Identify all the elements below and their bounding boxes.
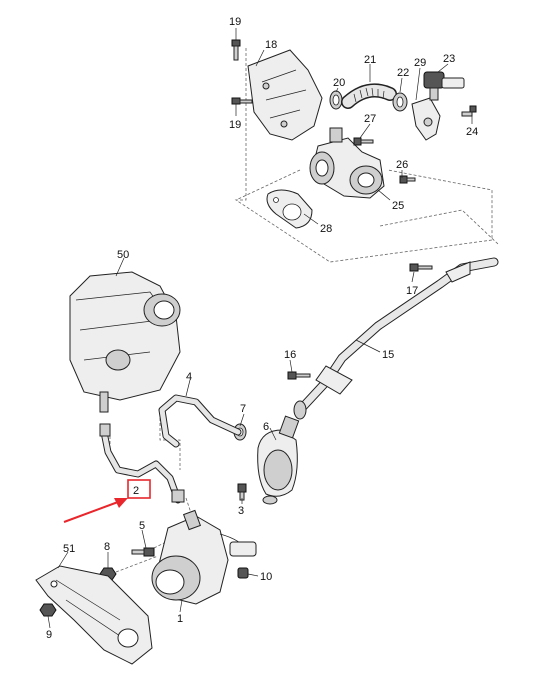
part-29-bracket[interactable] (411, 97, 441, 141)
part-17-bolt[interactable] (409, 263, 433, 272)
label-24: 24 (466, 126, 478, 138)
highlight-callout-part-2 (63, 479, 151, 523)
label-19-top: 19 (229, 16, 241, 28)
part-24-bolt[interactable] (461, 105, 477, 117)
part-19-bolt-top[interactable] (231, 39, 241, 61)
label-19-lower: 19 (229, 119, 241, 131)
label-6: 6 (263, 421, 269, 433)
label-29: 29 (414, 57, 426, 69)
label-4: 4 (186, 371, 192, 383)
label-17: 17 (406, 285, 418, 297)
label-9: 9 (46, 629, 52, 641)
part-21-hose[interactable] (341, 83, 397, 109)
label-3: 3 (238, 505, 244, 517)
label-15: 15 (382, 349, 394, 361)
part-23-pressure-sensor[interactable] (423, 71, 465, 101)
part-9-nut[interactable] (39, 603, 57, 617)
label-50: 50 (117, 249, 129, 261)
label-21: 21 (364, 54, 376, 66)
part-16-bolt[interactable] (287, 371, 311, 380)
label-25: 25 (392, 200, 404, 212)
label-8: 8 (104, 541, 110, 553)
part-22-clamp[interactable] (392, 92, 408, 112)
leader-lines (47, 28, 473, 629)
part-1-secondary-air-pump[interactable] (151, 509, 249, 605)
part-20-clamp[interactable] (329, 90, 343, 110)
part-6-check-valve[interactable] (257, 415, 300, 505)
part-5-bolt[interactable] (131, 547, 155, 557)
label-2: 2 (133, 485, 139, 497)
highlight-box (127, 479, 151, 499)
part-19-bolt-lower[interactable] (231, 97, 253, 105)
part-28-gasket[interactable] (266, 189, 313, 229)
part-number-labels: 19 18 19 20 21 22 29 23 24 27 26 25 28 1… (46, 16, 478, 641)
part-10-electrical-connector[interactable] (229, 541, 257, 579)
part-26-bolt[interactable] (399, 175, 416, 184)
part-27-bolt[interactable] (353, 137, 374, 146)
label-18: 18 (265, 39, 277, 51)
label-10: 10 (260, 571, 272, 583)
part-51-bracket[interactable] (35, 565, 153, 665)
highlight-arrow-shaft (63, 501, 119, 523)
label-28: 28 (320, 223, 332, 235)
part-2-hose[interactable] (99, 423, 185, 504)
label-26: 26 (396, 159, 408, 171)
part-25-combination-valve[interactable] (309, 127, 385, 199)
assembly-outline-upper (234, 48, 499, 263)
label-22: 22 (397, 67, 409, 79)
label-16: 16 (284, 349, 296, 361)
label-20: 20 (333, 77, 345, 89)
label-27: 27 (364, 113, 376, 125)
label-5: 5 (139, 520, 145, 532)
label-7: 7 (240, 403, 246, 415)
part-18-heat-shield[interactable] (247, 49, 323, 141)
part-15-secondary-air-pipe[interactable] (293, 257, 499, 420)
label-51: 51 (63, 543, 75, 555)
part-50-air-filter-housing[interactable] (69, 271, 181, 413)
label-1: 1 (177, 613, 183, 625)
part-3-bolt[interactable] (237, 483, 247, 501)
highlight-arrow-head (114, 498, 128, 508)
label-23: 23 (443, 53, 455, 65)
part-4-hose[interactable] (158, 394, 242, 448)
